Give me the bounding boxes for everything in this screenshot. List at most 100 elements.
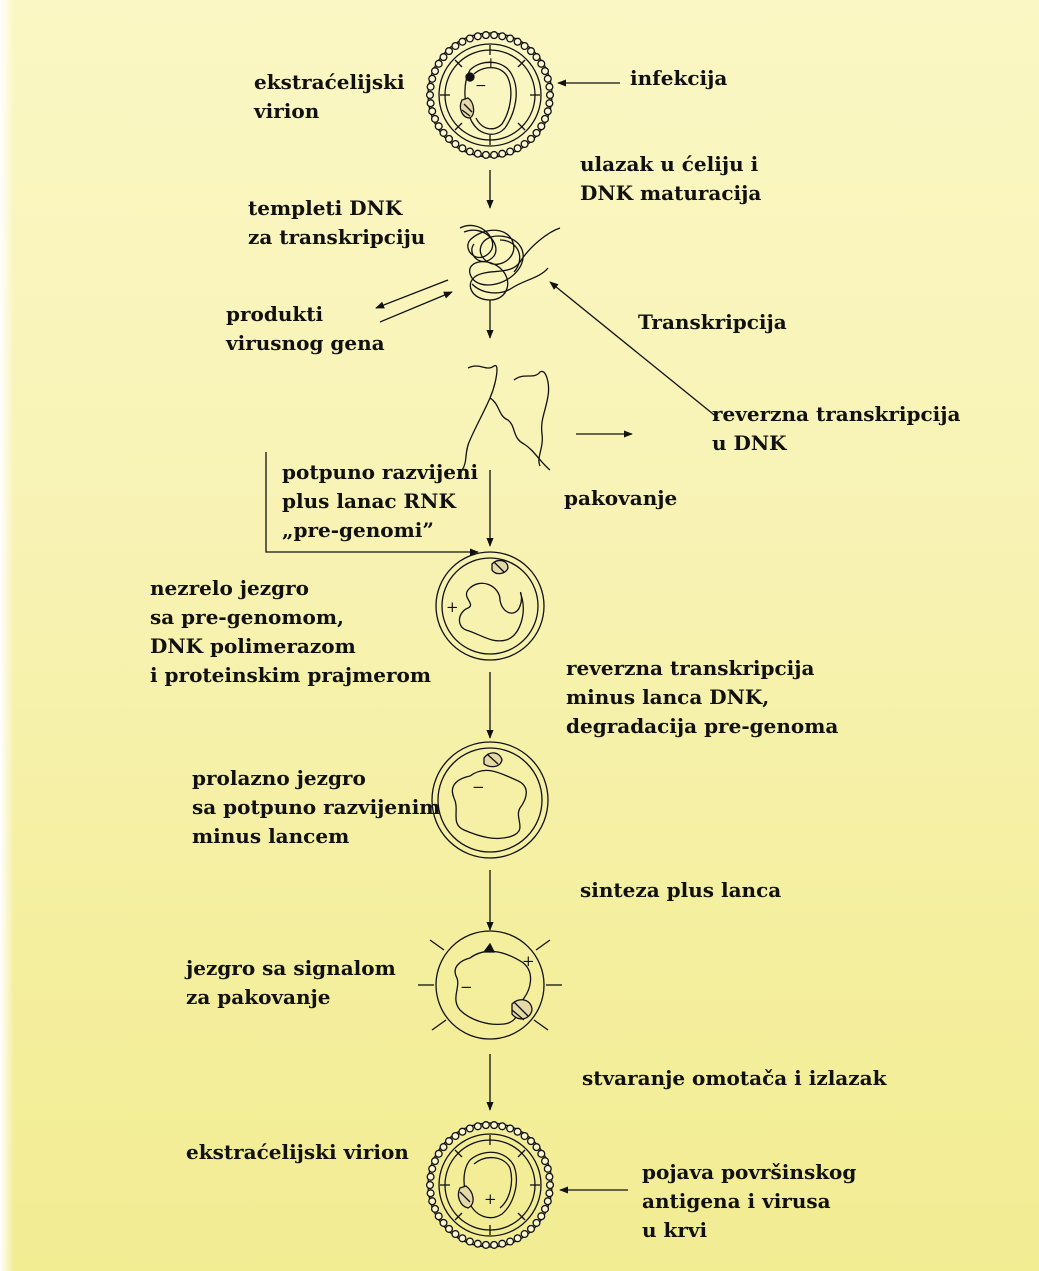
envelope-bead <box>491 1242 498 1249</box>
envelope-bead <box>538 1213 545 1220</box>
envelope-bead <box>427 1182 434 1189</box>
plus-sign: + <box>522 952 535 970</box>
plus-sign: + <box>485 55 497 71</box>
envelope-bead <box>542 68 549 75</box>
label-envelope-exit: stvaranje omotača i izlazak <box>582 1064 886 1093</box>
products-arrow-in <box>380 292 452 322</box>
envelope-bead <box>544 1165 551 1172</box>
envelope-bead <box>528 1226 535 1233</box>
envelope-bead <box>467 35 474 42</box>
envelope-bead <box>491 32 498 39</box>
label-infection: infekcija <box>630 64 727 93</box>
envelope-bead <box>446 1138 453 1145</box>
envelope-bead <box>474 33 481 40</box>
envelope-bead <box>528 1138 535 1145</box>
envelope-bead <box>432 68 439 75</box>
envelope-bead <box>483 32 490 39</box>
envelope-bead <box>452 43 459 50</box>
envelope-bead <box>499 1240 506 1247</box>
envelope-bead <box>507 1238 514 1245</box>
envelope-bead <box>528 48 535 55</box>
envelope-bead <box>427 92 434 99</box>
envelope-bead <box>483 152 490 159</box>
envelope-bead <box>435 1213 442 1220</box>
envelope-bead <box>507 1125 514 1132</box>
envelope-bead <box>521 1231 528 1238</box>
label-virion-bottom: ekstraćelijski virion <box>186 1138 409 1167</box>
envelope-bead <box>533 1220 540 1227</box>
envelope-bead <box>491 1122 498 1129</box>
envelope-bead <box>435 60 442 67</box>
envelope-bead <box>514 1235 521 1242</box>
extracellular-virion-bottom <box>427 1122 554 1249</box>
envelope-bead <box>459 38 466 45</box>
envelope-bead <box>521 1133 528 1140</box>
envelope-bead <box>427 1173 434 1180</box>
envelope-bead <box>429 108 436 115</box>
envelope-bead <box>440 130 447 137</box>
envelope-bead <box>435 123 442 130</box>
envelope-bead <box>474 150 481 157</box>
envelope-bead <box>452 1231 459 1238</box>
envelope-bead <box>474 1240 481 1247</box>
label-plus-strand-synthesis: sinteza plus lanca <box>580 876 781 905</box>
envelope-bead <box>542 1158 549 1165</box>
envelope-bead <box>499 33 506 40</box>
envelope-bead <box>546 83 553 90</box>
envelope-bead <box>432 1206 439 1213</box>
envelope-bead <box>533 54 540 61</box>
envelope-bead <box>514 1128 521 1135</box>
envelope-bead <box>467 1125 474 1132</box>
envelope-bead <box>467 1238 474 1245</box>
envelope-bead <box>542 116 549 123</box>
envelope-bead <box>483 1242 490 1249</box>
envelope-bead <box>521 141 528 148</box>
envelope-bead <box>538 1150 545 1157</box>
envelope-bead <box>538 60 545 67</box>
envelope-bead <box>491 152 498 159</box>
plus-sign: + <box>446 598 459 616</box>
envelope-bead <box>440 1220 447 1227</box>
envelope-bead <box>429 1165 436 1172</box>
minus-sign: − <box>475 78 487 94</box>
rna-pregenome-strands <box>462 366 550 470</box>
envelope-bead <box>440 54 447 61</box>
envelope-bead <box>446 48 453 55</box>
extracellular-virion-top <box>427 32 554 159</box>
reverse-transcription-arrow <box>550 282 718 418</box>
envelope-bead <box>429 75 436 82</box>
products-arrow-out <box>376 280 448 308</box>
envelope-bead <box>514 145 521 152</box>
envelope-bead <box>467 148 474 155</box>
envelope-bead <box>533 1144 540 1151</box>
label-packaging: pakovanje <box>564 484 677 513</box>
label-reverse-transcription: reverzna transkripcijau DNK <box>712 400 960 458</box>
envelope-bead <box>507 35 514 42</box>
envelope-bead <box>427 1190 434 1197</box>
minus-sign: − <box>460 978 473 996</box>
envelope-bead <box>435 1150 442 1157</box>
packaging-signal-core <box>418 931 562 1039</box>
label-virion-top: ekstraćelijskivirion <box>254 68 405 126</box>
envelope-bead <box>446 1226 453 1233</box>
envelope-bead <box>474 1123 481 1130</box>
envelope-bead <box>499 1123 506 1130</box>
envelope-bead <box>459 1235 466 1242</box>
envelope-bead <box>432 116 439 123</box>
envelope-bead <box>427 100 434 107</box>
envelope-bead <box>544 108 551 115</box>
minus-sign: − <box>472 778 485 796</box>
envelope-bead <box>547 1182 554 1189</box>
envelope-bead <box>546 1173 553 1180</box>
envelope-bead <box>546 1190 553 1197</box>
